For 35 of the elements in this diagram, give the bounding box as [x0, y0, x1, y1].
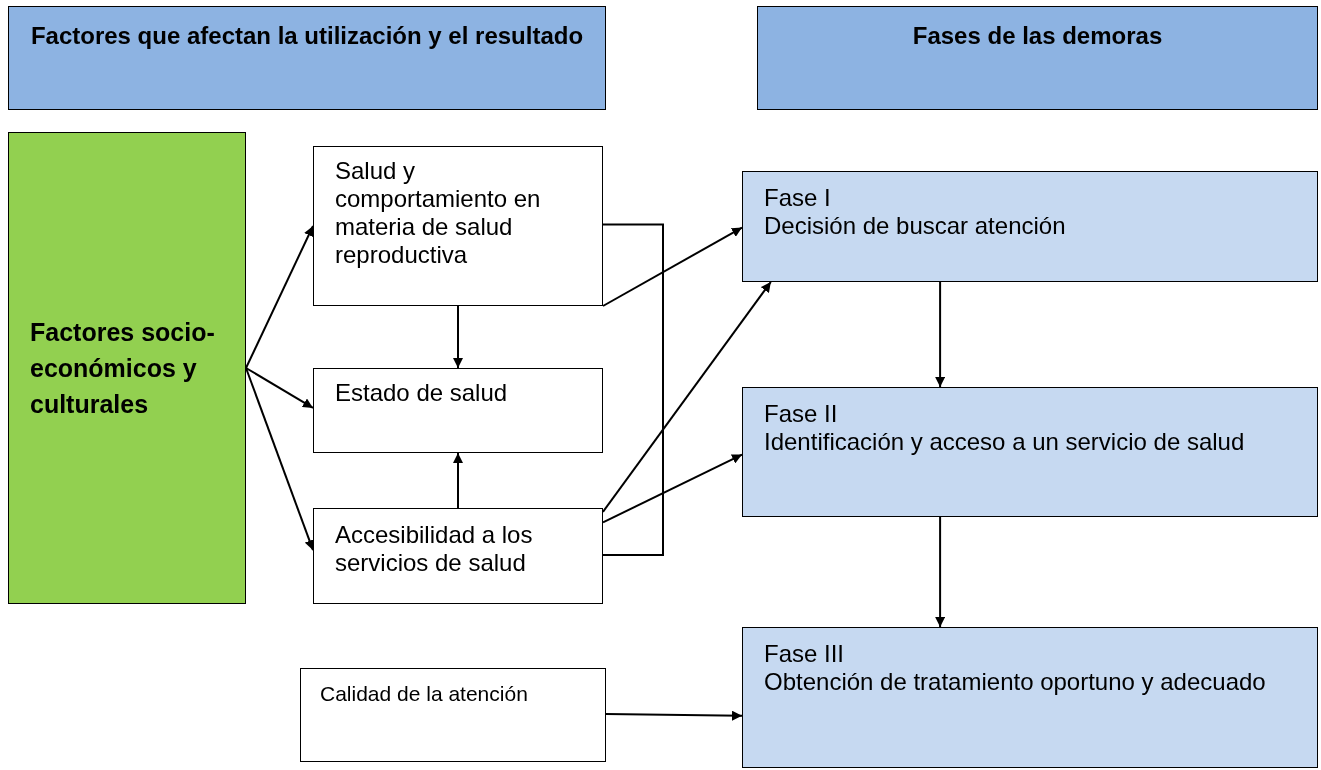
- box-label: Factores socio-económicos y culturales: [30, 316, 216, 421]
- arrow: [453, 452, 463, 509]
- arrow: [935, 516, 946, 628]
- phase-box: [742, 171, 1318, 282]
- arrow: [453, 305, 463, 369]
- arrow: [602, 226, 743, 307]
- header-box: [8, 6, 606, 110]
- header-title: Fases de las demoras: [911, 21, 1164, 51]
- process-box: [313, 146, 603, 306]
- box-label: Identificación y acceso a un servicio de salud: [764, 428, 1246, 457]
- arrow: [245, 225, 314, 369]
- phase-box: [742, 627, 1318, 768]
- box-label: Decisión de buscar atención: [764, 212, 1067, 241]
- phase-title: Fase III: [764, 640, 846, 669]
- box-label: Calidad de la atención: [320, 681, 529, 707]
- arrow: [935, 281, 946, 388]
- phase-box: [742, 387, 1318, 517]
- box-label: Salud y comportamiento en materia de salud reproductiva: [335, 157, 542, 270]
- box-label: Obtención de tratamiento oportuno y adecuado: [764, 668, 1267, 697]
- phase-title: Fase I: [764, 184, 832, 213]
- arrow: [605, 710, 743, 721]
- header-title: Factores que afectan la utilización y el resultado: [29, 21, 585, 51]
- arrow: [602, 281, 772, 513]
- factor-box: [8, 132, 246, 604]
- arrow: [245, 367, 315, 552]
- arrow: [602, 453, 743, 524]
- process-box: [313, 368, 603, 453]
- connector-line: [602, 223, 664, 556]
- box-label: Estado de salud: [335, 379, 509, 408]
- arrow: [245, 367, 314, 409]
- process-box: [300, 668, 606, 762]
- process-box: [313, 508, 603, 604]
- box-label: Accesibilidad a los servicios de salud: [335, 521, 534, 578]
- phase-title: Fase II: [764, 400, 839, 429]
- header-box: [757, 6, 1318, 110]
